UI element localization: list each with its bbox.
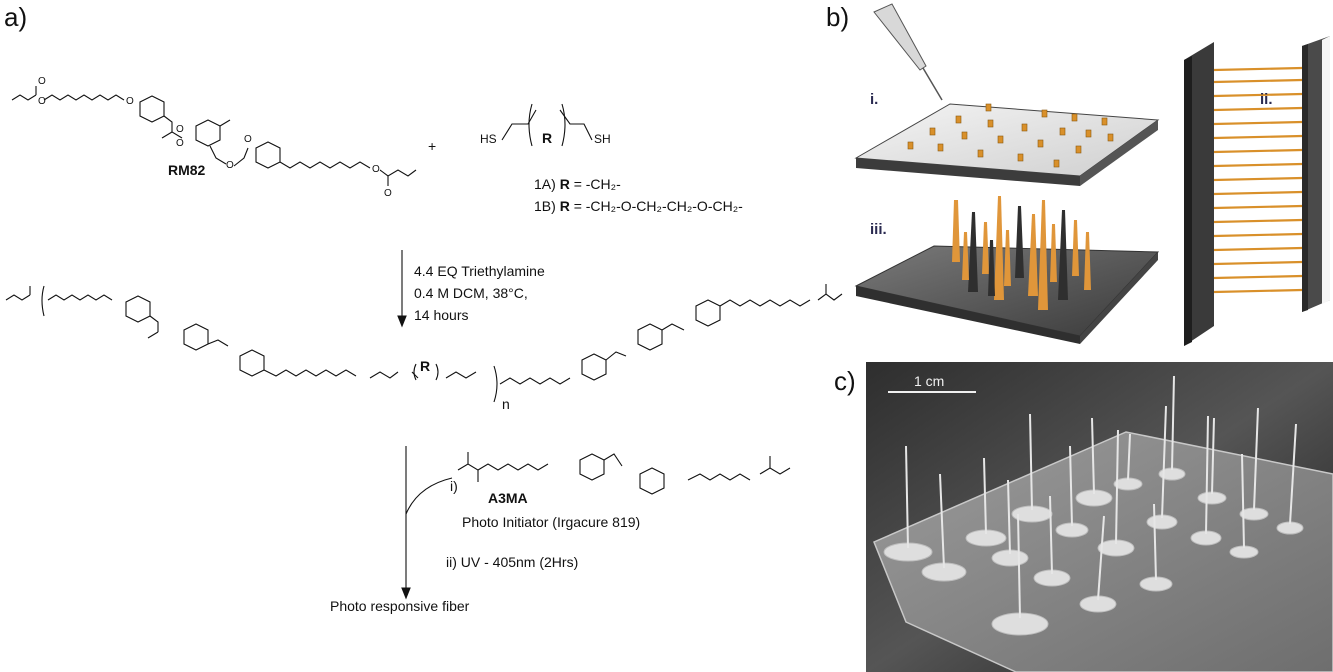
reaction-arrow-1 <box>397 250 407 328</box>
label-ii: ii. <box>1260 91 1273 108</box>
plate-iii <box>854 245 1160 344</box>
repeat-unit-n: n <box>502 396 510 412</box>
plate-i <box>854 103 1160 186</box>
reaction-arrow-2 <box>401 446 453 600</box>
step-i-label: i) <box>450 478 458 494</box>
option-1b: 1B) R = -CH₂-O-CH₂-CH₂-O-CH₂- <box>534 198 743 214</box>
label-iii: iii. <box>870 221 887 238</box>
a3ma-label: A3MA <box>488 490 528 506</box>
rm82-structure <box>11 86 417 186</box>
atom-o: O <box>126 96 134 107</box>
atom-o: O <box>176 138 184 149</box>
condition-line-2: 0.4 M DCM, 38°C, <box>414 285 528 301</box>
label-i: i. <box>870 91 878 108</box>
a3ma-structure <box>457 452 791 495</box>
stretch-frame-ii <box>1184 36 1330 346</box>
product-label: Photo responsive fiber <box>330 598 470 614</box>
condition-line-3: 14 hours <box>414 307 469 323</box>
step-ii-label: ii) UV - 405nm (2Hrs) <box>446 554 579 570</box>
oligomer-structure <box>5 284 843 403</box>
option-1b-r: R <box>559 198 570 214</box>
panel-b-illustration: i. iii. i <box>854 3 1330 346</box>
scale-bar-label: 1 cm <box>914 373 944 389</box>
atom-o: O <box>244 134 252 145</box>
oligomer-r-group: R <box>420 358 431 374</box>
thiol-left-label: HS <box>480 132 497 146</box>
thiol-right-label: SH <box>594 132 611 146</box>
stretched-fibers <box>1213 66 1303 294</box>
atom-o: O <box>176 124 184 135</box>
atom-o: O <box>38 76 46 87</box>
rm82-label: RM82 <box>168 162 206 178</box>
pipette-tip <box>873 3 943 101</box>
atom-o: O <box>384 188 392 199</box>
panel-label-a: a) <box>4 2 28 32</box>
option-1a-r: R <box>559 176 570 192</box>
photo-fibers <box>905 375 1297 619</box>
dithiol-structure <box>501 103 593 147</box>
option-1b-prefix: 1B) <box>534 198 560 214</box>
atom-o: O <box>38 96 46 107</box>
panel-label-c: c) <box>834 366 856 396</box>
option-1a: 1A) R = -CH₂- <box>534 176 621 192</box>
r-group-label: R <box>542 130 553 146</box>
condition-line-1: 4.4 EQ Triethylamine <box>414 263 545 279</box>
option-1a-value: = -CH₂- <box>569 176 621 192</box>
fiber-array-photo: 1 cm <box>866 362 1333 672</box>
droplet-array <box>907 103 1114 168</box>
atom-o: O <box>372 164 380 175</box>
reaction-scheme: O O O O O O O O O <box>5 76 843 600</box>
option-1a-prefix: 1A) <box>534 176 560 192</box>
atom-o: O <box>226 160 234 171</box>
fiber-array <box>952 196 1091 310</box>
panel-label-b: b) <box>826 2 850 32</box>
plus-sign: + <box>428 138 437 154</box>
initiator-label: Photo Initiator (Irgacure 819) <box>462 514 641 530</box>
option-1b-value: = -CH₂-O-CH₂-CH₂-O-CH₂- <box>569 198 743 214</box>
